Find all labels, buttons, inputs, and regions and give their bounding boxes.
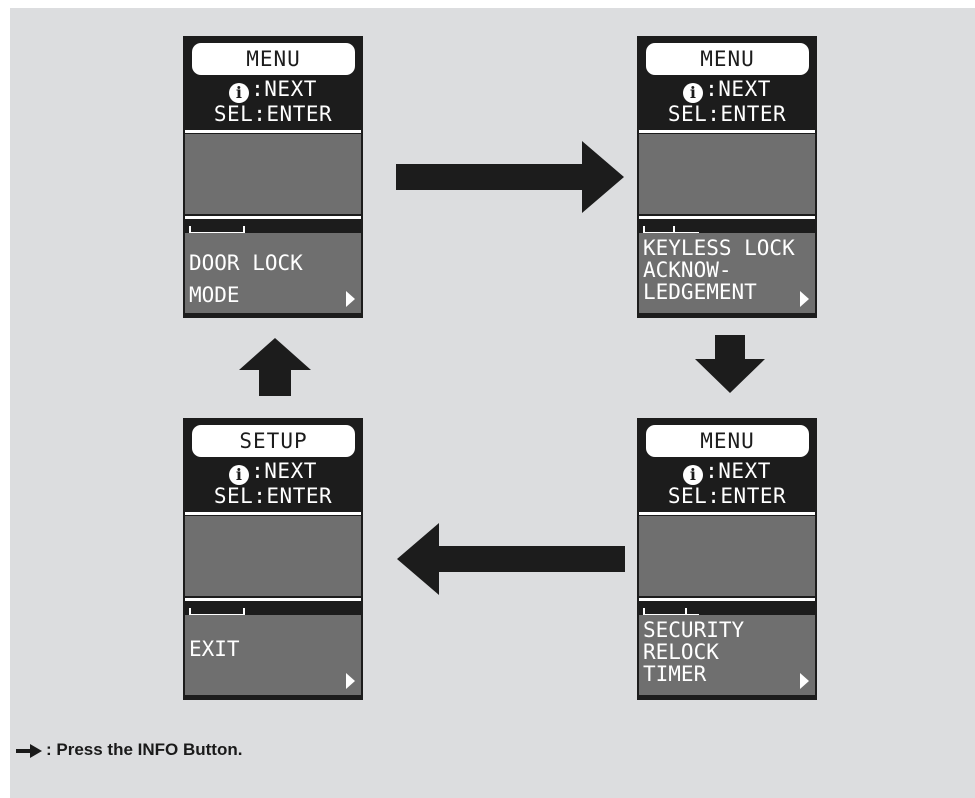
legend: : Press the INFO Button. <box>16 740 242 760</box>
info-next-line: i:NEXT <box>637 459 817 485</box>
menu-item-label: KEYLESS LOCK ACKNOW- LEDGEMENT <box>643 236 795 304</box>
menu-item-label: EXIT <box>189 637 240 661</box>
screen-security-relock-timer: MENU i:NEXT SEL:ENTER SECURITY RELOCK TI… <box>637 418 817 700</box>
screen-setup-exit: SETUP i:NEXT SEL:ENTER EXIT <box>183 418 363 700</box>
menu-item-label: DOOR LOCK MODE <box>189 251 303 307</box>
divider <box>185 512 361 515</box>
left-arrow-icon <box>397 523 625 595</box>
divider <box>639 598 815 601</box>
play-icon <box>800 673 809 689</box>
info-next-label: :NEXT <box>251 459 317 483</box>
legend-text: : Press the INFO Button. <box>46 740 243 759</box>
info-icon: i <box>683 465 704 485</box>
info-next-label: :NEXT <box>705 459 771 483</box>
sel-enter-label: SEL:ENTER <box>667 102 787 126</box>
info-next-line: i:NEXT <box>183 459 363 485</box>
info-icon: i <box>229 83 250 103</box>
down-arrow-icon <box>695 335 765 393</box>
divider <box>639 130 815 133</box>
menu-item-panel: SECURITY RELOCK TIMER <box>639 615 815 695</box>
right-arrow-icon <box>396 141 624 213</box>
divider <box>185 216 361 219</box>
play-icon <box>346 673 355 689</box>
screen-title: MENU <box>192 43 355 75</box>
screen-title: SETUP <box>192 425 355 457</box>
divider <box>185 130 361 133</box>
screen-title: MENU <box>646 425 809 457</box>
info-next-line: i:NEXT <box>183 77 363 103</box>
display-panel <box>639 134 815 214</box>
diagram-canvas: MENU i:NEXT SEL:ENTER DOOR LOCK MODE MEN… <box>10 8 975 798</box>
info-icon: i <box>229 465 250 485</box>
up-arrow-icon <box>239 338 311 396</box>
sel-enter-label: SEL:ENTER <box>213 102 333 126</box>
screen-title: MENU <box>646 43 809 75</box>
info-next-line: i:NEXT <box>637 77 817 103</box>
sel-enter-label: SEL:ENTER <box>213 484 333 508</box>
divider <box>185 598 361 601</box>
screen-door-lock-mode: MENU i:NEXT SEL:ENTER DOOR LOCK MODE <box>183 36 363 318</box>
sel-enter-label: SEL:ENTER <box>667 484 787 508</box>
right-arrow-icon <box>16 744 42 758</box>
info-next-label: :NEXT <box>705 77 771 101</box>
divider <box>639 512 815 515</box>
menu-item-label: SECURITY RELOCK TIMER <box>643 618 745 686</box>
info-next-label: :NEXT <box>251 77 317 101</box>
display-panel <box>185 516 361 596</box>
display-panel <box>185 134 361 214</box>
divider <box>639 216 815 219</box>
display-panel <box>639 516 815 596</box>
menu-item-panel: KEYLESS LOCK ACKNOW- LEDGEMENT <box>639 233 815 313</box>
menu-item-panel: EXIT <box>185 615 361 695</box>
screen-keyless-lock-acknowledgement: MENU i:NEXT SEL:ENTER KEYLESS LOCK ACKNO… <box>637 36 817 318</box>
play-icon <box>346 291 355 307</box>
play-icon <box>800 291 809 307</box>
info-icon: i <box>683 83 704 103</box>
menu-item-panel: DOOR LOCK MODE <box>185 233 361 313</box>
